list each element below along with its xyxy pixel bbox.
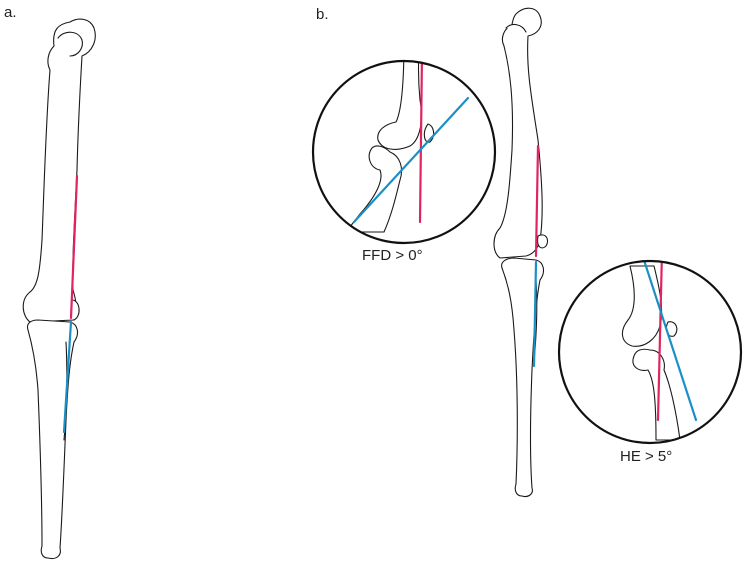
femur-a [22, 18, 96, 323]
inset-ffd-reference-line [418, 61, 424, 224]
femoral-reference-line-b [534, 144, 540, 258]
leg-b [493, 7, 549, 498]
inset-ffd-axis-line [352, 96, 470, 224]
inset-ffd-caption: FFD > 0° [362, 247, 423, 264]
inset-he-tibia [632, 348, 681, 441]
patella-a [71, 299, 80, 321]
inset-ffd-femur [377, 61, 423, 150]
inset-he-axis-line [640, 261, 698, 422]
inset-he-circle [557, 259, 743, 445]
leg-a [22, 18, 96, 560]
tibia-a [26, 319, 79, 560]
femur-a-head-detail [57, 31, 83, 57]
inset-ffd [311, 59, 497, 245]
panel-label-a: a. [4, 4, 17, 21]
inset-he-femur [621, 265, 663, 347]
patella-b [537, 234, 549, 249]
femur-b-head-detail [505, 23, 527, 33]
inset-ffd-tibia [345, 145, 403, 233]
inset-ffd-circle [311, 59, 497, 245]
tibial-axis-line-a [62, 320, 73, 434]
tibia-b [501, 257, 545, 498]
inset-he-caption: HE > 5° [620, 448, 673, 465]
tibial-axis-line-b [532, 260, 538, 368]
femoral-reference-line-a [69, 174, 79, 320]
panel-label-b: b. [316, 6, 329, 23]
inset-he [557, 259, 743, 445]
inset-he-reference-line [656, 261, 664, 422]
femur-b [493, 7, 543, 259]
